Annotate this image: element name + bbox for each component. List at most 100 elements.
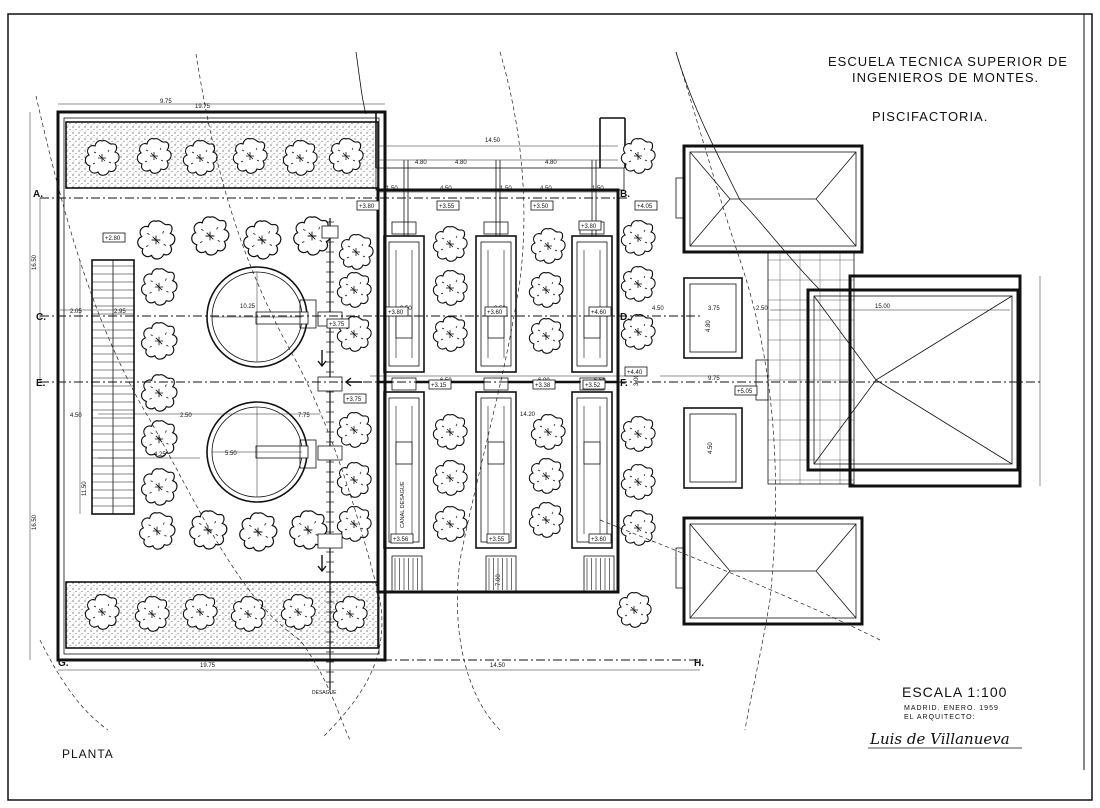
dim-19-75-top: 19.75 [195, 104, 211, 110]
pond-cells [383, 160, 613, 549]
dim-1-50-a: 1.50 [386, 186, 398, 192]
level-tag: +3.15 [428, 379, 452, 390]
school-name-line2: INGENIEROS DE MONTES. [852, 70, 1039, 85]
dim-5-50: 5.50 [225, 451, 237, 457]
right-tanks [683, 277, 743, 489]
dim-16-50-bottom: 16.50 [32, 514, 38, 530]
level-tag-text: +3.55 [439, 204, 455, 210]
dim-19-75-bottom: 19.75 [200, 663, 216, 669]
dim-14-50-bottom: 14.50 [490, 663, 506, 669]
level-tag-text: +4.05 [637, 204, 653, 210]
level-tag: +3.60 [588, 533, 612, 544]
right-main-hall [755, 251, 1022, 488]
level-tag: +3.80 [356, 200, 380, 211]
pond-cell [475, 221, 517, 373]
dim-4-50-c: 4.50 [652, 306, 664, 312]
level-tag-text: +3.75 [346, 397, 362, 403]
right-building-top [675, 144, 864, 254]
level-tag-text: +3.56 [393, 537, 409, 543]
section-letter-f: F. [620, 378, 628, 389]
section-letter-b: B. [620, 189, 630, 200]
view-label-planta: PLANTA [62, 747, 114, 761]
level-tag: +2.80 [102, 232, 126, 243]
dim-10-25: 10.25 [240, 304, 256, 310]
dim-4-50-b: 4.50 [540, 186, 552, 192]
level-tag-text: +2.80 [105, 236, 121, 242]
level-tag: +3.75 [326, 318, 350, 329]
level-tag: +3.60 [484, 306, 508, 317]
level-tags: +3.80 +3.55 +3.50 +3.80 +4.05 +2.80 +3.75 +3.75… [102, 200, 758, 544]
sheet-border [7, 13, 1093, 801]
dim-15-00: 15.00 [875, 304, 891, 310]
dim-4-80-c: 4.80 [545, 160, 557, 166]
dim-2-50-right: 2.50 [756, 306, 768, 312]
pond-cell [475, 377, 517, 549]
architect-signature: Luis de Villanueva [869, 730, 1010, 748]
dim-11-50: 11.50 [82, 481, 88, 496]
level-tag-text: +3.60 [487, 310, 503, 316]
level-tag-text: +5.05 [737, 389, 753, 395]
level-tag-text: +3.80 [388, 310, 404, 316]
section-letter-h: H. [694, 658, 704, 669]
level-tag: +4.05 [634, 200, 658, 211]
level-tag-text: +3.15 [431, 383, 447, 389]
dim-19-75-b: 9.75 [160, 99, 172, 105]
section-letter-d: D. [620, 312, 630, 323]
title-block: ESCUELA TECNICA SUPERIOR DE INGENIEROS D… [62, 54, 1068, 761]
project-title: PISCIFACTORIA. [872, 109, 988, 124]
center-pond-block [375, 112, 626, 594]
dim-4-50-left: 4.50 [70, 413, 82, 419]
dim-7-75: 7.75 [298, 413, 310, 419]
pond-cell [571, 377, 613, 549]
dim-3-75-tank: 3.75 [708, 306, 720, 312]
dim-9-75-right: 9.75 [708, 376, 720, 382]
dim-1-50-c: 1.50 [592, 186, 604, 192]
level-tag-text: +3.80 [581, 224, 597, 230]
level-tag-text: +3.50 [533, 204, 549, 210]
level-tag: +4.60 [588, 306, 612, 317]
pond-cell [383, 377, 425, 549]
pond-cell [383, 221, 425, 373]
staircase [91, 259, 135, 515]
dim-2-50-left: 2.50 [180, 413, 192, 419]
level-tag: +3.52 [582, 379, 606, 390]
scale-label: ESCALA 1:100 [902, 684, 1007, 700]
dim-1-50-b: 1.50 [500, 186, 512, 192]
dim-4-25: 4.25 [154, 452, 166, 458]
section-letter-c: C. [36, 312, 46, 323]
dim-2-05: 2.05 [70, 309, 82, 315]
section-letter-e: E. [36, 378, 46, 389]
dim-4-80-a: 4.80 [415, 160, 427, 166]
section-markers: A. B. C. D. E. F. G. H. [33, 189, 704, 669]
dim-14-50-top: 14.50 [485, 138, 501, 144]
level-tag: +3.75 [343, 393, 367, 404]
drain-label: DESAGUE [312, 690, 337, 696]
level-tag-text: +3.75 [329, 322, 345, 328]
dim-14-20: 14.20 [520, 412, 536, 418]
center-axis [299, 218, 362, 690]
dim-16-50-top: 16.50 [32, 254, 38, 270]
dim-2-95: 2.95 [114, 309, 126, 315]
level-tag: +3.56 [390, 533, 414, 544]
level-tag-text: +4.60 [591, 310, 607, 316]
pond-cell [571, 221, 613, 373]
dimension-lines [29, 103, 1041, 671]
dimension-labels: 19.75 14.50 4.80 4.80 4.80 4.50 4.50 1.5… [32, 99, 891, 669]
level-tag: +3.38 [532, 379, 556, 390]
dim-4-80-tank: 4.80 [706, 320, 712, 332]
level-tag-text: +3.38 [535, 383, 551, 389]
channel-label: CANAL DESAGUE [400, 481, 406, 528]
level-tag-text: +4.40 [627, 370, 643, 376]
level-tag-text: +3.52 [585, 383, 601, 389]
architect-label: EL ARQUITECTO: [904, 714, 976, 721]
school-name-line1: ESCUELA TECNICA SUPERIOR DE [828, 54, 1068, 69]
level-tag: +3.55 [486, 533, 510, 544]
date-label: MADRID. ENERO. 1959 [904, 705, 999, 712]
dim-3-00-right: 3.00 [634, 374, 640, 386]
dim-4-00: 7.00 [496, 574, 502, 586]
level-tag-text: +3.80 [359, 204, 375, 210]
level-tag-text: +3.60 [591, 537, 607, 543]
circular-pond-upper [206, 266, 309, 368]
level-tag: +3.80 [385, 306, 409, 317]
level-tag: +5.05 [734, 385, 758, 396]
